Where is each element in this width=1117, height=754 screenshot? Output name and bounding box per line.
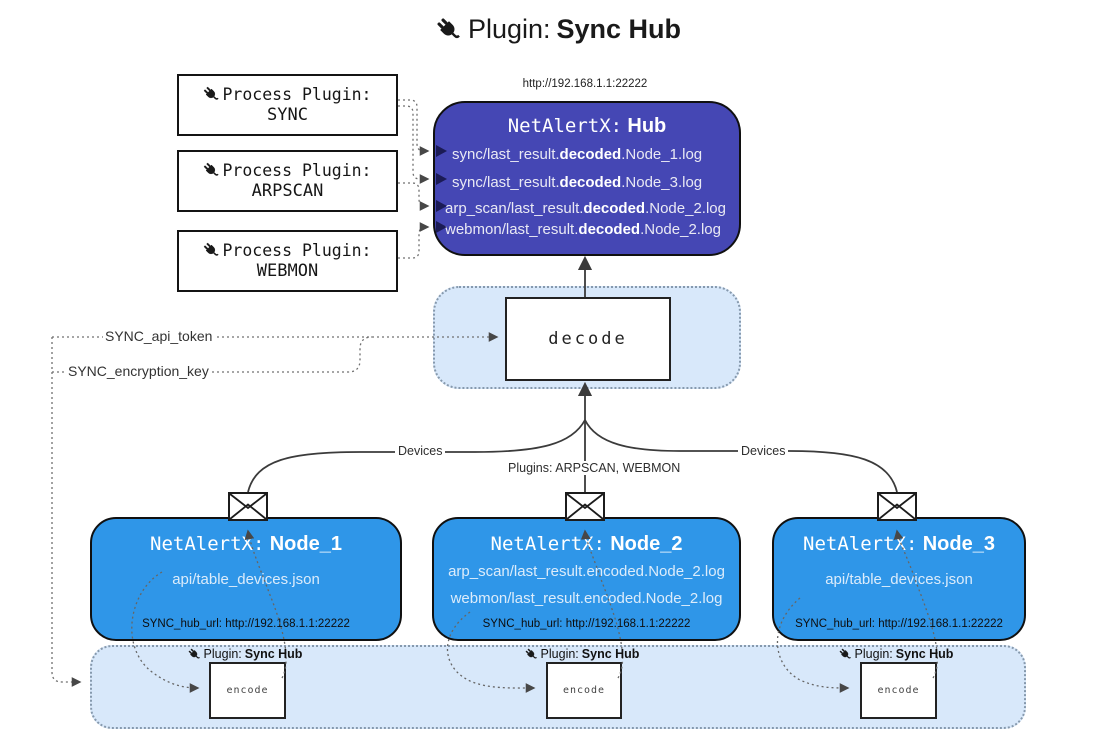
plug-icon [188,648,201,661]
plug-icon [203,86,220,103]
hub-url-label: http://192.168.1.1:22222 [522,78,648,90]
node-title: NetAlertX: Node_1 [150,533,342,555]
plug-icon [203,242,220,259]
node-title: NetAlertX: Node_2 [490,533,683,555]
plug-icon [436,17,462,43]
hub-box: NetAlertX: Hub sync/last_result.decoded.… [433,101,741,256]
sync-api-token-label: SYNC_api_token [103,328,215,344]
page-title-name: Sync Hub [556,14,682,44]
node-file: api/table_devices.json [825,571,973,588]
encode-box: encode [209,662,286,719]
node-file: api/table_devices.json [172,571,320,588]
devices-right-label: Devices [738,444,789,458]
hub-log-line: sync/last_result.decoded.Node_3.log [452,174,703,191]
node-2-box: NetAlertX: Node_2 arp_scan/last_result.e… [432,517,741,641]
band-plugin-label: Plugin:Sync Hub [836,647,956,661]
process-plugin-label: Process Plugin: [222,241,372,260]
node-1-box: NetAlertX: Node_1 api/table_devices.json… [90,517,402,641]
node-hub-url: SYNC_hub_url: http://192.168.1.1:22222 [142,618,350,630]
process-plugin-name: WEBMON [256,261,319,281]
process-plugin-label: Process Plugin: [222,161,372,180]
node-file: arp_scan/last_result.encoded.Node_2.log [448,563,725,580]
encode-box: encode [546,662,622,719]
process-plugin-label: Process Plugin: [222,85,372,104]
envelope-icon [877,492,917,521]
process-plugin-name: SYNC [267,105,308,125]
plug-icon [203,162,220,179]
hub-title: NetAlertX: Hub [507,115,667,137]
node-3-box: NetAlertX: Node_3 api/table_devices.json… [772,517,1026,641]
node-title: NetAlertX: Node_3 [803,533,995,555]
plug-icon [839,648,852,661]
envelope-icon [565,492,605,521]
sync-encryption-key-label: SYNC_encryption_key [66,363,211,379]
hub-log-line: arp_scan/last_result.decoded.Node_2.log [445,200,726,217]
process-plugin-webmon-box: Process Plugin: WEBMON [177,230,398,292]
hub-log-line: sync/last_result.decoded.Node_1.log [452,146,703,163]
process-plugin-name: ARPSCAN [251,181,324,201]
devices-left-label: Devices [395,444,446,458]
node-file: webmon/last_result.encoded.Node_2.log [450,590,723,607]
hub-log-line: webmon/last_result.decoded.Node_2.log [445,221,721,238]
envelope-icon [228,492,268,521]
encode-box: encode [860,662,937,719]
node-hub-url: SYNC_hub_url: http://192.168.1.1:22222 [482,618,691,630]
process-plugin-arpscan-box: Process Plugin: ARPSCAN [177,150,398,212]
node-hub-url: SYNC_hub_url: http://192.168.1.1:22222 [795,618,1003,630]
process-plugin-sync-box: Process Plugin: SYNC [177,74,398,136]
band-plugin-label: Plugin:Sync Hub [522,647,642,661]
page-title-prefix: Plugin: [467,14,551,44]
band-plugin-label: Plugin:Sync Hub [185,647,305,661]
decode-box: decode [505,297,671,381]
page-title: Plugin: Sync Hub [0,14,1117,45]
plugins-label: Plugins: ARPSCAN, WEBMON [505,461,680,475]
plug-icon [525,648,538,661]
